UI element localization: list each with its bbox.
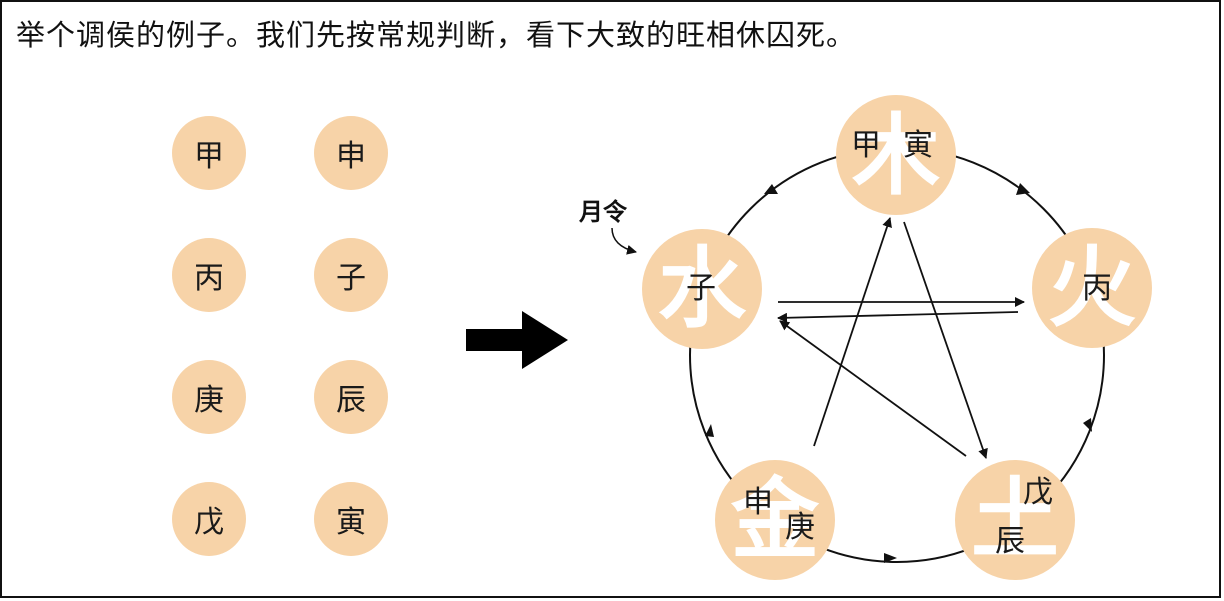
fire-stem-text: 丙 xyxy=(1082,271,1112,306)
metal-node: 金 申 庚 xyxy=(715,460,835,580)
wood-element-char: 木 xyxy=(852,103,940,207)
cycle-arrow-icon xyxy=(1016,183,1030,195)
branch-chip: 子 xyxy=(314,238,388,312)
branch-chip: 寅 xyxy=(314,482,388,556)
water-node: 水 子 xyxy=(642,229,762,349)
cycle-arrow-icon xyxy=(705,424,714,437)
wood-stem-text: 甲 xyxy=(851,128,881,163)
control-arrow-metal-wood xyxy=(813,217,892,447)
metal-stem-text: 庚 xyxy=(785,510,815,545)
stem-chip: 甲 xyxy=(172,116,246,190)
wood-node: 木 甲 寅 xyxy=(836,95,956,215)
control-arrow-wood-earth xyxy=(903,221,988,459)
cycle-arrow-icon xyxy=(1083,418,1092,432)
branch-chip: 申 xyxy=(314,116,388,190)
water-branch-text: 子 xyxy=(686,271,716,306)
earth-branch-text: 辰 xyxy=(995,524,1025,559)
fire-element-char: 火 xyxy=(1048,235,1136,339)
earth-stem-text: 戊 xyxy=(1023,475,1053,510)
stem-chip: 戊 xyxy=(172,482,246,556)
page-title: 举个调侯的例子。我们先按常规判断，看下大致的旺相休囚死。 xyxy=(16,18,857,52)
month-label: 月令 xyxy=(578,197,628,226)
stem-chip: 丙 xyxy=(172,238,246,312)
stem-chip: 庚 xyxy=(172,360,246,434)
metal-element-char: 金 xyxy=(730,467,820,571)
water-element-char: 水 xyxy=(658,236,747,340)
month-pointer-arrow xyxy=(611,227,637,255)
cycle-arrow-icon xyxy=(764,184,778,194)
fire-node: 火 丙 xyxy=(1032,228,1152,348)
control-arrow-earth-water xyxy=(779,320,967,457)
right-arrow-icon xyxy=(466,311,568,369)
metal-branch-text: 申 xyxy=(743,485,773,520)
control-arrow-fire-metal xyxy=(777,311,1019,323)
earth-element-char: 土 xyxy=(971,467,1059,571)
wood-branch-text: 寅 xyxy=(903,128,933,163)
earth-node: 土 戊 辰 xyxy=(955,460,1075,580)
branch-chip: 辰 xyxy=(314,360,388,434)
cycle-arrow-icon xyxy=(884,553,897,563)
